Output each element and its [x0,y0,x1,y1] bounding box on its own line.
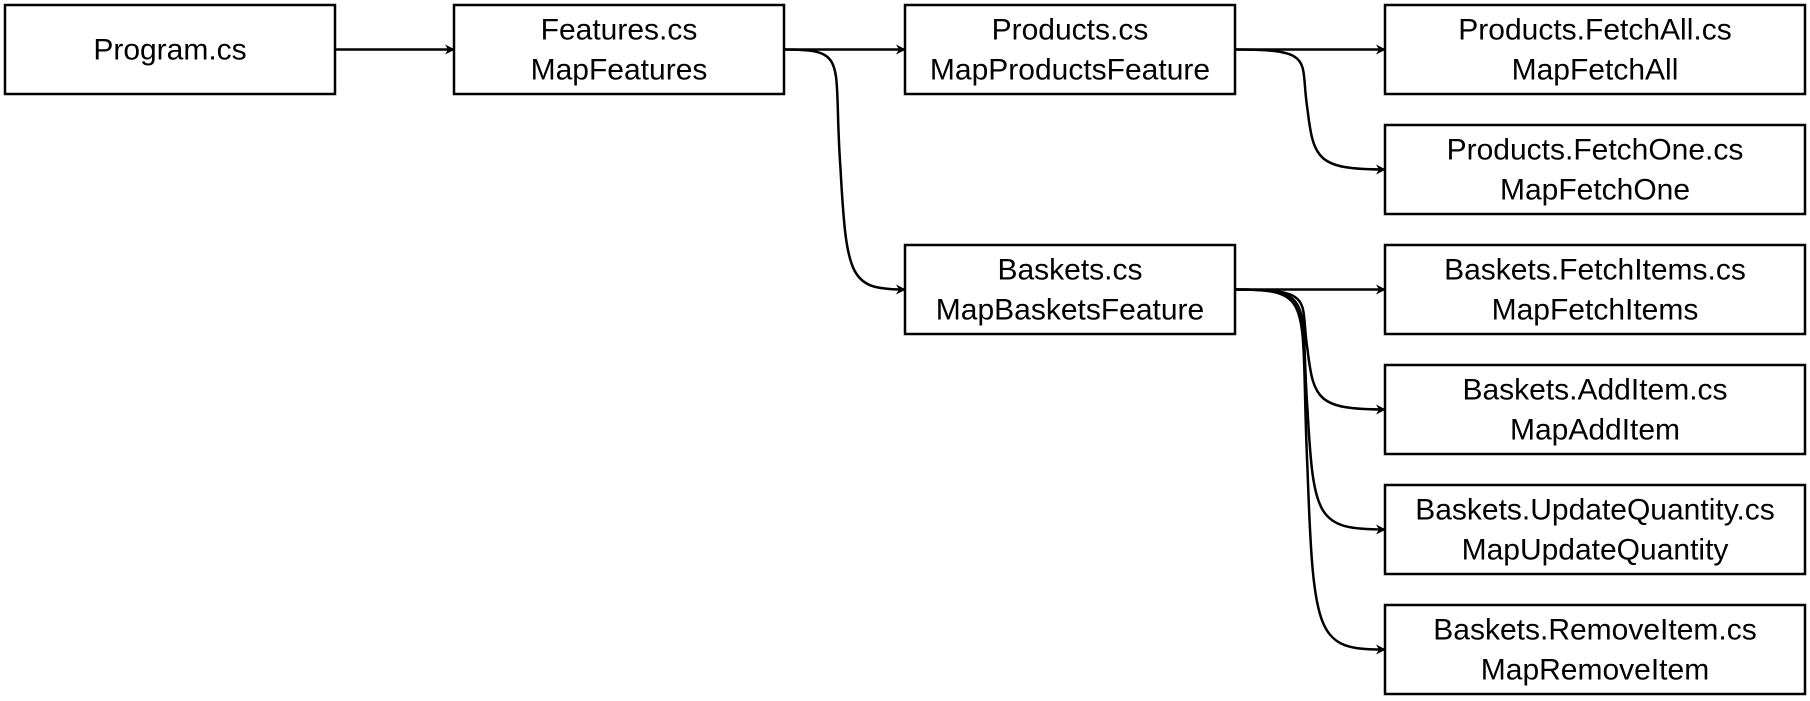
node-baskets-line-2: MapBasketsFeature [936,294,1204,327]
node-fetchone-line-1: Products.FetchOne.cs [1447,134,1744,167]
edge-features-to-baskets [783,48,906,295]
node-features-line-2: MapFeatures [531,54,708,87]
edge-baskets-to-additem [1234,288,1386,415]
node-fetchone-line-2: MapFetchOne [1500,174,1690,207]
node-additem-line-2: MapAddItem [1510,414,1680,447]
node-fetchone-box [1383,123,1807,216]
node-updatequantity-line-1: Baskets.UpdateQuantity.cs [1415,494,1775,527]
node-removeitem-box [1383,603,1807,696]
node-fetchitems-line-2: MapFetchItems [1492,294,1699,327]
node-program: Program.cs [3,3,337,96]
node-baskets-box [903,243,1237,336]
edge-products-to-fetchone [1234,48,1386,175]
node-additem-line-1: Baskets.AddItem.cs [1462,374,1727,407]
nodes-layer: Program.csFeatures.csMapFeaturesProducts… [3,3,1807,696]
node-updatequantity-box [1383,483,1807,576]
node-features-box [452,3,786,96]
edge-baskets-to-updatequantity [1234,288,1386,535]
node-fetchall-box [1383,3,1807,96]
node-updatequantity: Baskets.UpdateQuantity.csMapUpdateQuanti… [1383,483,1807,576]
edges-layer [335,44,1386,655]
node-program-box [3,3,337,96]
node-features-line-1: Features.cs [541,14,698,47]
node-fetchall-line-1: Products.FetchAll.cs [1458,14,1731,47]
node-baskets-line-1: Baskets.cs [997,254,1142,287]
node-products-line-2: MapProductsFeature [930,54,1210,87]
node-updatequantity-line-2: MapUpdateQuantity [1462,534,1729,567]
node-fetchall-line-2: MapFetchAll [1512,54,1679,87]
node-additem-box [1383,363,1807,456]
node-removeitem-line-2: MapRemoveItem [1481,654,1709,687]
node-removeitem-line-1: Baskets.RemoveItem.cs [1433,614,1756,647]
node-fetchitems-line-1: Baskets.FetchItems.cs [1444,254,1746,287]
edge-baskets-to-removeitem [1234,288,1386,655]
node-products-line-1: Products.cs [992,14,1149,47]
node-fetchitems-box [1383,243,1807,336]
node-products-box [903,3,1237,96]
node-program-line-1: Program.cs [93,34,246,67]
